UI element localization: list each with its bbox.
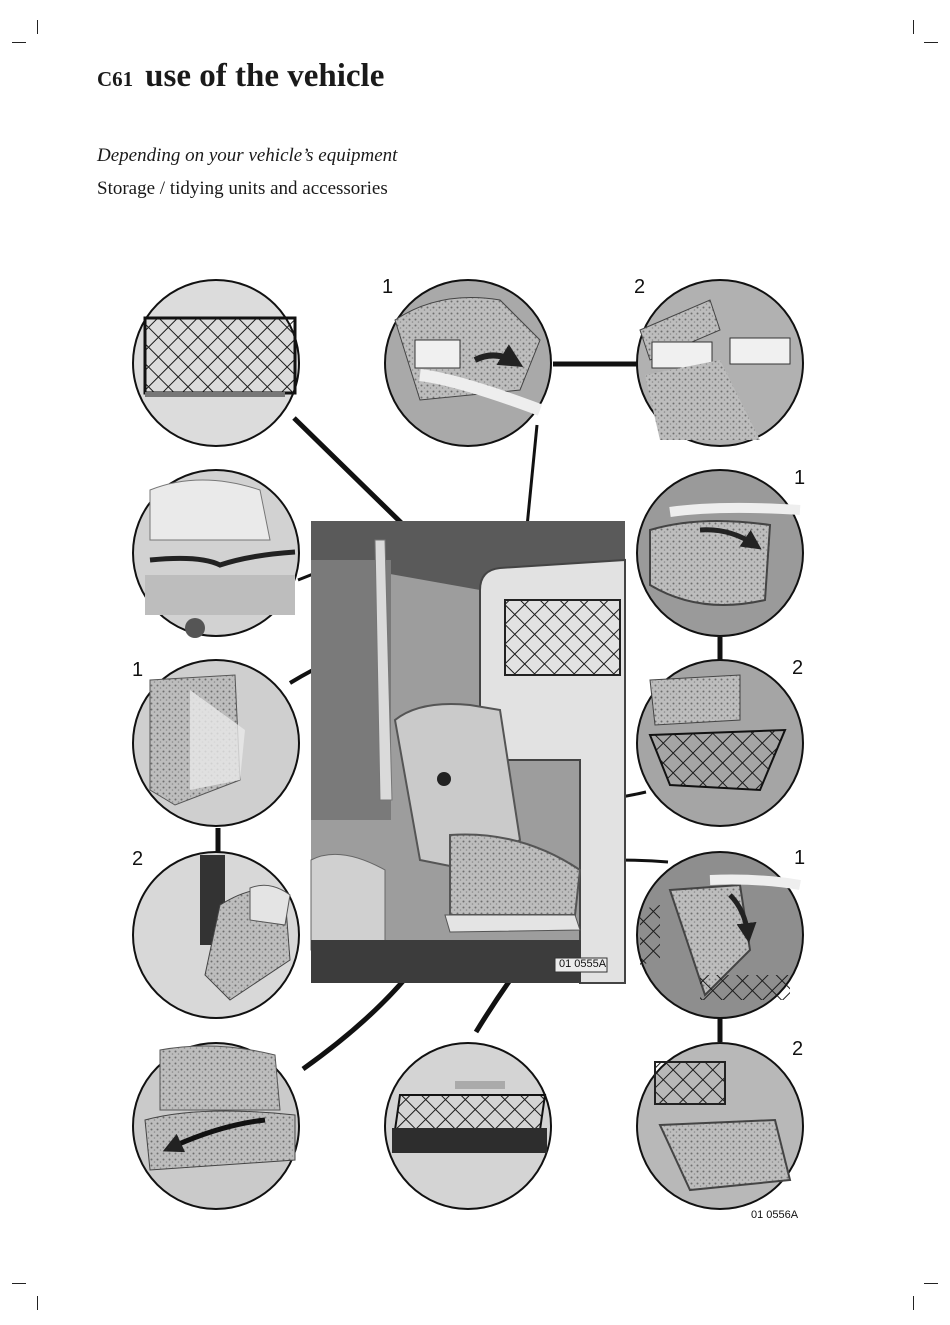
step-number: 2 [792, 1038, 804, 1060]
underseat-net-step-2 [636, 659, 804, 827]
seat-folded-step-2 [132, 851, 300, 1019]
section-heading: Storage / tidying units and accessories [97, 178, 388, 199]
crop-mark [37, 20, 38, 34]
step-number: 2 [634, 276, 646, 298]
step-number: 1 [132, 659, 144, 681]
compartment-open-step-2 [636, 279, 804, 447]
crop-mark [37, 1296, 38, 1310]
step-number: 2 [792, 657, 804, 679]
section-code: C61 [97, 67, 134, 91]
seat-cushion-lift-step-1 [636, 469, 804, 637]
crop-mark [12, 42, 26, 43]
door-net-detail [132, 279, 300, 447]
page-header: C61 use of the vehicle [97, 58, 384, 95]
crop-mark [913, 20, 914, 34]
step-number: 1 [382, 276, 394, 298]
crop-mark [913, 1296, 914, 1310]
crop-mark [12, 1283, 26, 1284]
storage-basket-detail [384, 1042, 552, 1210]
step-number: 2 [132, 848, 144, 870]
step-number: 1 [794, 467, 806, 489]
page-figure-ref: 01 0556A [751, 1209, 799, 1221]
main-figure-ref-box [554, 957, 608, 973]
main-figure-ref: 01 0555A [559, 958, 607, 970]
backrest-lift-step-1 [636, 851, 804, 1019]
bench-seat-detail [132, 1042, 300, 1210]
page-title: use of the vehicle [145, 58, 385, 94]
crop-mark [924, 42, 938, 43]
underseat-tray-step-2 [636, 1042, 804, 1210]
cab-interior-photo [310, 521, 626, 984]
equipment-note: Depending on your vehicle’s equipment [97, 145, 398, 166]
compartment-open-step-1 [384, 279, 552, 447]
seat-back-step-1 [132, 659, 300, 827]
step-number: 1 [794, 847, 806, 869]
wall-rail-detail [132, 469, 300, 638]
crop-mark [924, 1283, 938, 1284]
